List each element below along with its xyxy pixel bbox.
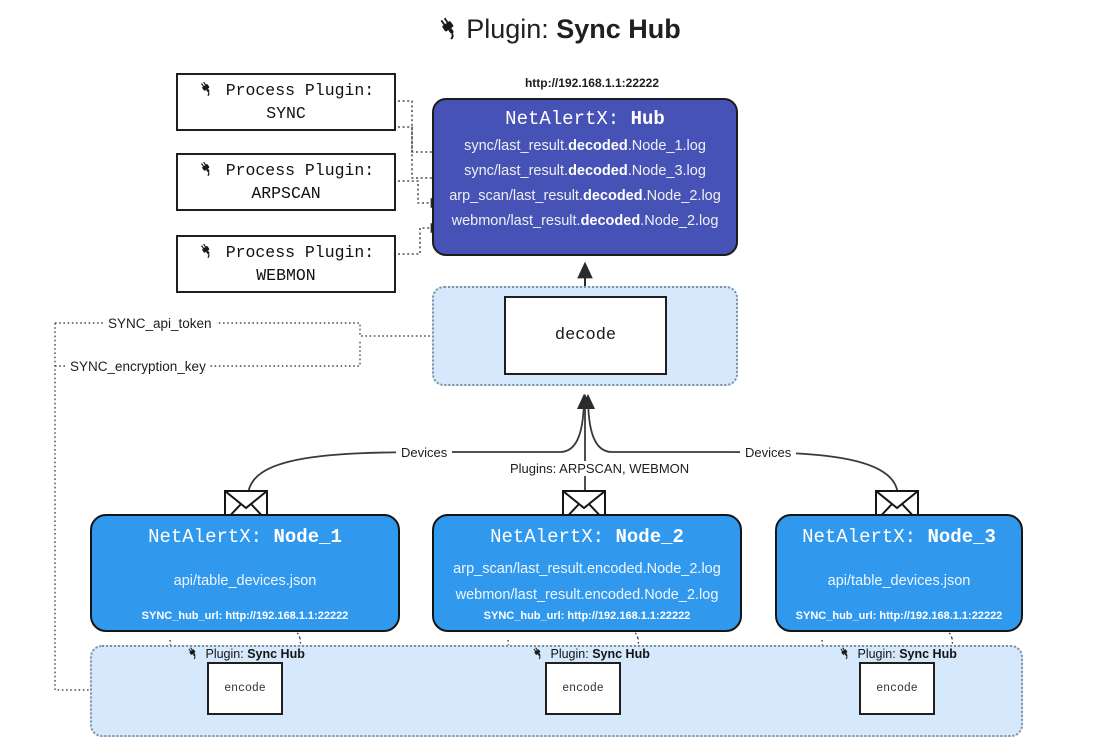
- encode-caption-1-prefix: Plugin:: [205, 647, 244, 661]
- node-2-resource-2: webmon/last_result.encoded.Node_2.log: [455, 587, 719, 603]
- node-1-title-prefix: NetAlertX:: [148, 526, 263, 548]
- node-1-hub-url: SYNC_hub_url: http://192.168.1.1:22222: [141, 610, 349, 622]
- process-plugin-arpscan-line1: Process Plugin:: [178, 160, 394, 183]
- hub-log-3-em: decoded: [582, 188, 643, 204]
- encode-caption-2-name: Sync Hub: [592, 647, 650, 661]
- page-title: Plugin: Sync Hub: [0, 14, 1117, 48]
- encode-box-node-2[interactable]: encode: [545, 662, 621, 715]
- plug-icon: [198, 81, 225, 102]
- hub-title: NetAlertX: Hub: [434, 108, 736, 130]
- hub-title-prefix: NetAlertX:: [505, 108, 620, 130]
- node-1-title-name: Node_1: [273, 526, 342, 548]
- process-plugin-arpscan-name: ARPSCAN: [251, 184, 321, 204]
- plug-icon: [198, 161, 225, 182]
- hub-log-4: webmon/last_result.decoded.Node_2.log: [434, 209, 736, 234]
- plug-icon: [838, 647, 855, 663]
- node-3-resource-1: api/table_devices.json: [827, 573, 971, 589]
- hub-log-2: sync/last_result.decoded.Node_3.log: [434, 159, 736, 184]
- node-2-title: NetAlertX: Node_2: [434, 526, 740, 548]
- process-plugin-sync-name: SYNC: [266, 104, 306, 124]
- hub-log-3-post: .Node_2.log: [642, 188, 721, 204]
- process-plugin-webmon-name: WEBMON: [256, 266, 316, 286]
- hub-url-label: http://192.168.1.1:22222: [524, 76, 660, 90]
- plug-icon: [186, 647, 203, 663]
- hub-log-1: sync/last_result.decoded.Node_1.log: [434, 134, 736, 159]
- edge-label-plugins: Plugins: ARPSCAN, WEBMON: [505, 461, 695, 476]
- decode-box[interactable]: decode: [504, 296, 667, 375]
- node-2-title-prefix: NetAlertX:: [490, 526, 605, 548]
- sync-api-token-label: SYNC_api_token: [104, 316, 216, 331]
- title-prefix: Plugin:: [466, 14, 549, 44]
- encode-caption-node-1: Plugin: Sync Hub: [186, 646, 305, 663]
- encode-caption-2-prefix: Plugin:: [550, 647, 589, 661]
- node-to-decode-edges: [247, 393, 899, 498]
- edge-label-devices-left: Devices: [396, 445, 453, 460]
- key-distribution-rail: [54, 322, 497, 695]
- hub-log-4-pre: webmon/last_result.: [451, 213, 581, 229]
- process-plugin-arpscan[interactable]: Process Plugin: ARPSCAN: [176, 153, 396, 211]
- encode-caption-node-3: Plugin: Sync Hub: [838, 646, 957, 663]
- node-1-resource-1: api/table_devices.json: [173, 573, 317, 589]
- node-2-hub-url: SYNC_hub_url: http://192.168.1.1:22222: [483, 610, 691, 622]
- hub-log-1-post: .Node_1.log: [627, 138, 706, 154]
- node-3-title: NetAlertX: Node_3: [777, 526, 1021, 548]
- process-plugin-webmon-label: Process Plugin:: [225, 243, 375, 262]
- node-3-hub-url: SYNC_hub_url: http://192.168.1.1:22222: [795, 610, 1003, 622]
- process-plugin-sync-label: Process Plugin:: [225, 81, 375, 100]
- encode-box-node-1[interactable]: encode: [207, 662, 283, 715]
- hub-log-3-pre: arp_scan/last_result.: [449, 188, 583, 204]
- node-2-resource-1: arp_scan/last_result.encoded.Node_2.log: [453, 561, 721, 577]
- plug-icon: [436, 15, 462, 48]
- process-plugin-sync-line1: Process Plugin:: [178, 80, 394, 103]
- title-name: Sync Hub: [556, 14, 681, 44]
- encode-box-node-3[interactable]: encode: [859, 662, 935, 715]
- node-card-node-1[interactable]: NetAlertX: Node_1 api/table_devices.json…: [90, 514, 400, 632]
- encode-caption-3-prefix: Plugin:: [857, 647, 896, 661]
- encode-caption-node-2: Plugin: Sync Hub: [531, 646, 650, 663]
- plug-icon: [531, 647, 548, 663]
- hub-log-2-em: decoded: [568, 163, 628, 179]
- hub-node[interactable]: NetAlertX: Hub sync/last_result.decoded.…: [432, 98, 738, 256]
- process-plugin-arpscan-label: Process Plugin:: [225, 161, 375, 180]
- plug-icon: [198, 243, 225, 264]
- node-3-title-prefix: NetAlertX:: [802, 526, 917, 548]
- hub-log-2-pre: sync/last_result.: [464, 163, 569, 179]
- node-card-node-3[interactable]: NetAlertX: Node_3 api/table_devices.json…: [775, 514, 1023, 632]
- process-plugin-webmon-line1: Process Plugin:: [178, 242, 394, 265]
- node-card-node-2[interactable]: NetAlertX: Node_2 arp_scan/last_result.e…: [432, 514, 742, 632]
- hub-title-name: Hub: [630, 108, 665, 130]
- encode-caption-1-name: Sync Hub: [247, 647, 305, 661]
- hub-log-1-pre: sync/last_result.: [464, 138, 569, 154]
- hub-log-4-em: decoded: [580, 213, 641, 229]
- hub-log-4-post: .Node_2.log: [640, 213, 719, 229]
- process-plugin-webmon[interactable]: Process Plugin: WEBMON: [176, 235, 396, 293]
- hub-log-3: arp_scan/last_result.decoded.Node_2.log: [434, 184, 736, 209]
- process-plugin-sync[interactable]: Process Plugin: SYNC: [176, 73, 396, 131]
- hub-log-2-post: .Node_3.log: [627, 163, 706, 179]
- node-3-title-name: Node_3: [927, 526, 996, 548]
- edge-label-devices-right: Devices: [740, 445, 797, 460]
- sync-encryption-key-label: SYNC_encryption_key: [66, 359, 210, 374]
- hub-log-1-em: decoded: [568, 138, 628, 154]
- encode-caption-3-name: Sync Hub: [899, 647, 957, 661]
- node-2-title-name: Node_2: [615, 526, 684, 548]
- node-1-title: NetAlertX: Node_1: [92, 526, 398, 548]
